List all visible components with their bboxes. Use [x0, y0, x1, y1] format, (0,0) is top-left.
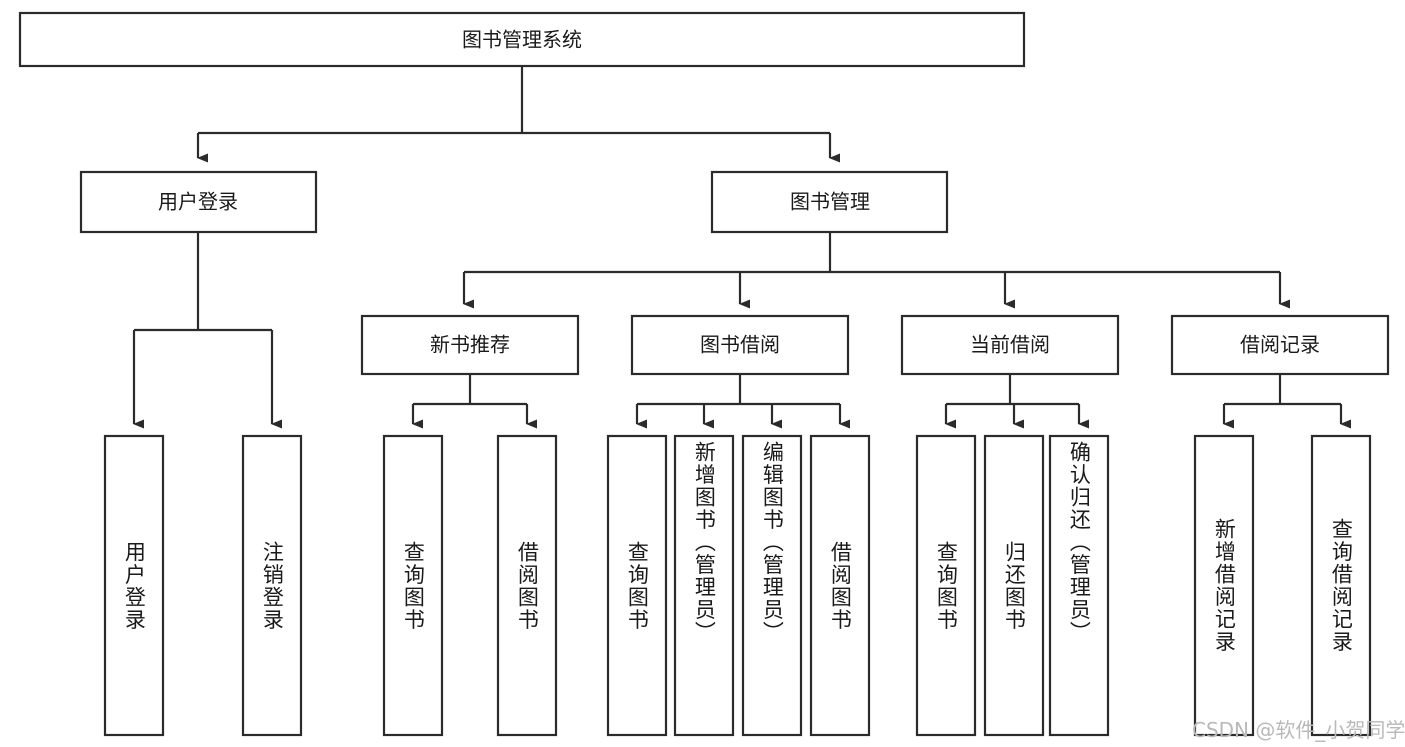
- leaf-box-borrow-book-1[interactable]: [496, 434, 558, 737]
- leaf-label-wrap-add-record: 新增借阅记录: [1195, 436, 1253, 735]
- leaf-label-confirm-return: 确认归还（管理员）: [1067, 441, 1092, 644]
- leaf-label-user-login: 用户登录: [122, 540, 147, 631]
- leaf-label-add-book: 新增图书（管理员）: [692, 441, 717, 644]
- leaf-label-query-record: 查询借阅记录: [1329, 518, 1354, 653]
- node-current-borrow-box[interactable]: [900, 314, 1120, 376]
- node-book-borrow-box[interactable]: [630, 314, 850, 376]
- leaf-label-query-book-3: 查询图书: [934, 540, 959, 631]
- node-current-borrow-label: 当前借阅: [970, 333, 1050, 357]
- leaf-label-user-logout: 注销登录: [260, 540, 285, 631]
- leaf-label-wrap-confirm-return: 确认归还（管理员）: [1050, 441, 1108, 735]
- leaf-label-wrap-user-logout: 注销登录: [243, 436, 301, 735]
- node-user-login-box[interactable]: [79, 170, 318, 234]
- leaf-label-return-book: 归还图书: [1002, 540, 1027, 631]
- leaf-box-edit-book[interactable]: [741, 434, 803, 737]
- leaf-label-query-book-1: 查询图书: [401, 540, 426, 631]
- node-book-borrow-label: 图书借阅: [700, 333, 780, 357]
- leaf-label-wrap-query-book-2: 查询图书: [608, 436, 666, 735]
- leaf-box-user-logout[interactable]: [241, 434, 303, 737]
- leaf-box-return-book[interactable]: [983, 434, 1045, 737]
- leaf-label-wrap-borrow-book-1: 借阅图书: [498, 436, 556, 735]
- leaf-label-add-record: 新增借阅记录: [1212, 518, 1237, 653]
- node-new-book-recommend-label: 新书推荐: [430, 333, 510, 357]
- node-book-management-label: 图书管理: [790, 190, 870, 214]
- node-new-book-recommend-box[interactable]: [360, 314, 580, 376]
- leaf-box-add-record[interactable]: [1193, 434, 1255, 737]
- watermark-text: CSDN @软件_小贺同学: [1192, 718, 1405, 742]
- leaf-box-confirm-return[interactable]: [1048, 434, 1110, 737]
- leaf-label-wrap-query-book-3: 查询图书: [917, 436, 975, 735]
- leaf-label-wrap-return-book: 归还图书: [985, 436, 1043, 735]
- leaf-box-query-book-3[interactable]: [915, 434, 977, 737]
- leaf-label-wrap-edit-book: 编辑图书（管理员）: [743, 441, 801, 735]
- leaf-label-wrap-query-book-1: 查询图书: [384, 436, 442, 735]
- leaf-box-borrow-book-2[interactable]: [809, 434, 871, 737]
- leaf-label-wrap-query-record: 查询借阅记录: [1312, 436, 1370, 735]
- node-borrow-record-label: 借阅记录: [1240, 333, 1320, 357]
- leaf-box-query-record[interactable]: [1310, 434, 1372, 737]
- leaf-box-add-book[interactable]: [673, 434, 735, 737]
- node-user-login-label: 用户登录: [158, 190, 238, 214]
- leaf-box-query-book-1[interactable]: [382, 434, 444, 737]
- leaf-label-borrow-book-2: 借阅图书: [828, 540, 853, 631]
- leaf-label-wrap-borrow-book-2: 借阅图书: [811, 436, 869, 735]
- leaf-label-wrap-add-book: 新增图书（管理员）: [675, 441, 733, 735]
- leaf-label-borrow-book-1: 借阅图书: [515, 540, 540, 631]
- leaf-box-query-book-2[interactable]: [606, 434, 668, 737]
- node-borrow-record-box[interactable]: [1170, 314, 1390, 376]
- node-root-label: 图书管理系统: [462, 28, 582, 52]
- leaf-label-wrap-user-login: 用户登录: [105, 436, 163, 735]
- leaf-label-query-book-2: 查询图书: [625, 540, 650, 631]
- leaf-label-edit-book: 编辑图书（管理员）: [760, 441, 785, 644]
- leaf-box-user-login[interactable]: [103, 434, 165, 737]
- node-root-box[interactable]: [18, 11, 1026, 68]
